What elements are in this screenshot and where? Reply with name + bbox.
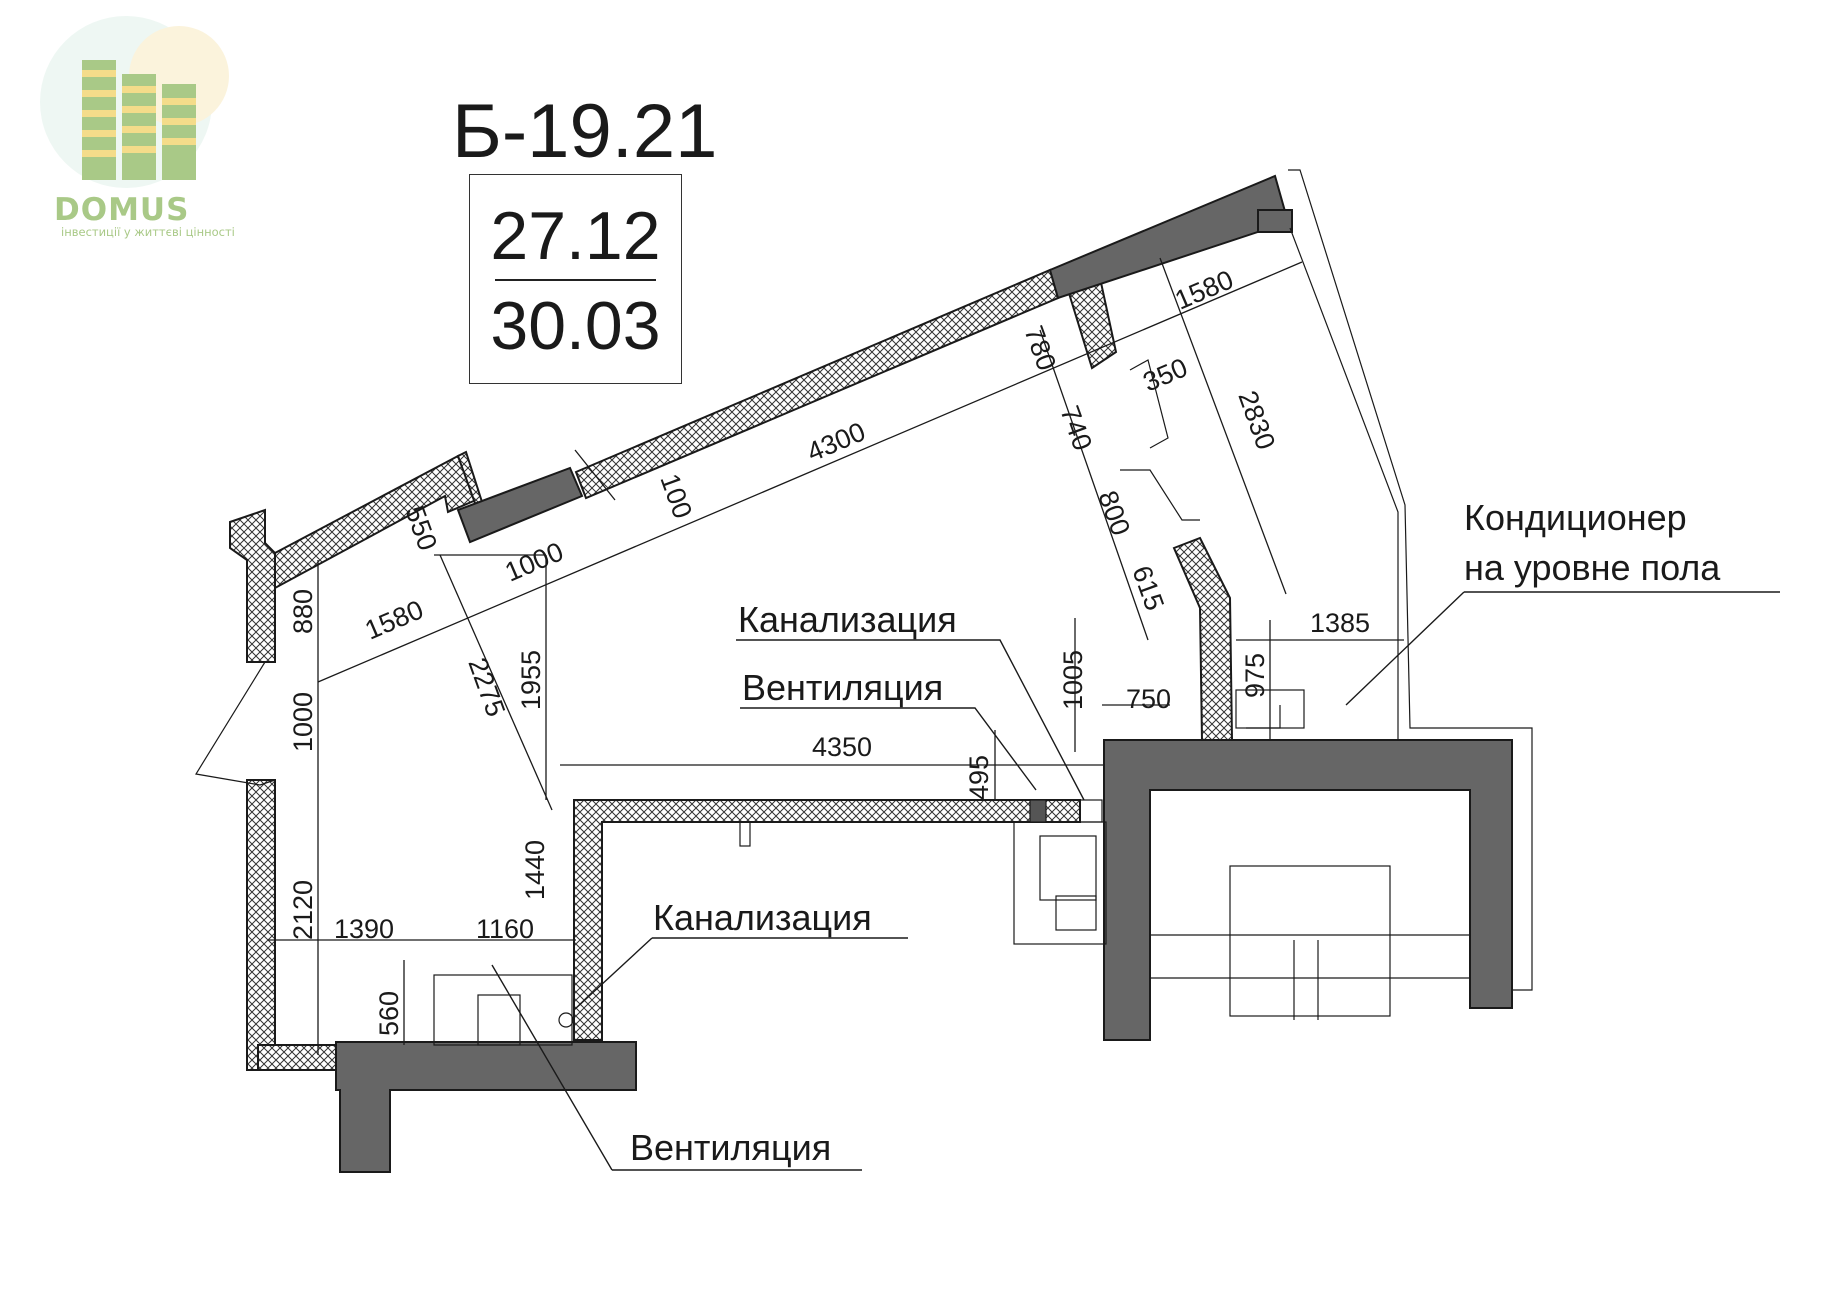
dim-750: 750	[1126, 684, 1171, 714]
label-vent-bottom: Вентиляция	[630, 1127, 831, 1168]
logo-tagline: інвестиції у життєві цінності	[61, 225, 235, 239]
label-ac-line1: Кондиционер	[1464, 497, 1687, 538]
total-area: 30.03	[490, 288, 661, 364]
dim-2830: 2830	[1232, 387, 1281, 454]
area-divider	[495, 279, 656, 281]
dim-740: 740	[1054, 402, 1098, 455]
dim-1440: 1440	[520, 840, 550, 900]
dimension-lines	[268, 257, 1404, 1055]
dim-615: 615	[1126, 562, 1170, 615]
logo-wordmark: DOMUS	[54, 192, 190, 228]
construction-lines	[195, 169, 1533, 1046]
hatched-walls	[229, 268, 1234, 1071]
dim-2275: 2275	[462, 654, 511, 721]
dim-550: 550	[399, 502, 443, 555]
unit-code: Б-19.21	[452, 89, 718, 174]
dim-4350: 4350	[812, 732, 872, 762]
dim-4300: 4300	[803, 416, 870, 467]
dim-495: 495	[964, 755, 994, 800]
dim-1580a: 1580	[361, 594, 428, 645]
label-sewer-bottom: Канализация	[653, 897, 872, 938]
callout-leaders	[491, 591, 1780, 1171]
dim-1160: 1160	[476, 914, 534, 944]
label-sewer-top: Канализация	[738, 599, 957, 640]
area-box: 27.12 30.03	[469, 174, 682, 384]
dim-100: 100	[654, 470, 698, 523]
dim-880: 880	[288, 589, 318, 634]
dim-350: 350	[1139, 352, 1192, 397]
dim-800: 800	[1092, 487, 1136, 540]
domus-logo: DOMUS інвестиції у життєві цінності	[14, 14, 244, 239]
dim-1005: 1005	[1058, 650, 1088, 710]
dim-1580b: 1580	[1171, 264, 1238, 315]
dim-1390: 1390	[334, 914, 394, 944]
domus-logo-icon	[40, 16, 229, 188]
living-area: 27.12	[490, 198, 661, 274]
dim-1955: 1955	[516, 650, 546, 710]
dim-975: 975	[1240, 653, 1270, 698]
dim-1000b: 1000	[288, 692, 318, 752]
label-vent-top: Вентиляция	[742, 667, 943, 708]
dim-1385: 1385	[1310, 608, 1370, 638]
dim-780: 780	[1018, 322, 1062, 375]
callout-labels: Канализация Вентиляция Канализация Венти…	[630, 497, 1721, 1168]
dim-2120: 2120	[288, 880, 318, 940]
dim-560: 560	[374, 991, 404, 1036]
label-ac-line2: на уровне пола	[1464, 547, 1721, 588]
solid-walls	[335, 174, 1513, 1173]
